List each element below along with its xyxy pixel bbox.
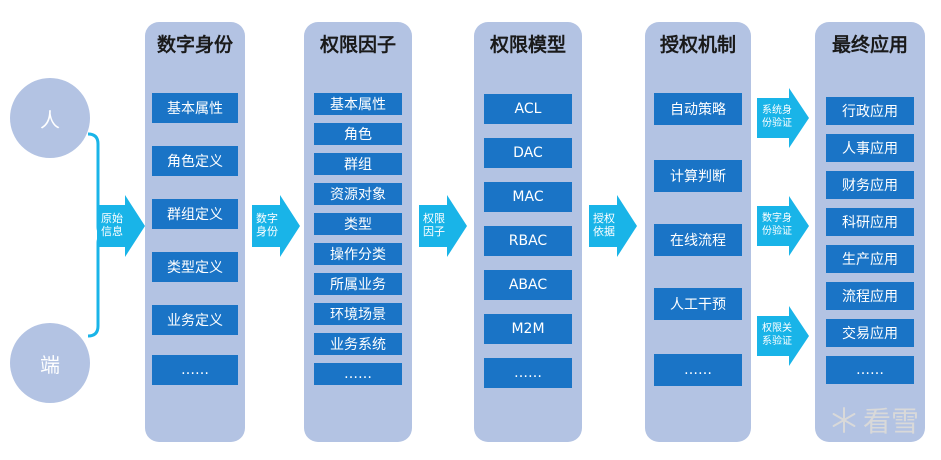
column-title: 权限模型 xyxy=(489,34,566,56)
list-item: …… xyxy=(654,354,742,386)
permission-relation-verify-arrow xyxy=(757,306,809,366)
permission-factors-arrow xyxy=(419,195,467,257)
watermark-text: 看雪 xyxy=(862,405,919,438)
column-final-applications: 最终应用 行政应用 人事应用 财务应用 科研应用 生产应用 流程应用 交易应用 … xyxy=(815,22,925,442)
digital-identity-verify-arrow xyxy=(757,196,809,256)
system-identity-verify-arrow xyxy=(757,88,809,148)
list-item: 角色定义 xyxy=(152,146,238,176)
list-item: 资源对象 xyxy=(314,183,402,205)
list-item: 人事应用 xyxy=(826,134,914,162)
list-item: 业务系统 xyxy=(314,333,402,355)
list-item: M2M xyxy=(484,314,572,344)
list-item: ABAC xyxy=(484,270,572,300)
column-title: 最终应用 xyxy=(831,34,908,56)
list-item: 交易应用 xyxy=(826,319,914,347)
column-title: 数字身份 xyxy=(156,34,233,56)
list-item: 财务应用 xyxy=(826,171,914,199)
list-item: 流程应用 xyxy=(826,282,914,310)
permission-relation-verify-label: 权限关 系验证 xyxy=(762,323,792,347)
watermark: 看雪 xyxy=(829,400,919,440)
list-item: 基本属性 xyxy=(152,93,238,123)
list-item: MAC xyxy=(484,182,572,212)
list-item: 所属业务 xyxy=(314,273,402,295)
list-item: 计算判断 xyxy=(654,160,742,192)
list-item: 在线流程 xyxy=(654,224,742,256)
list-item: 人工干预 xyxy=(654,288,742,320)
list-item: 群组 xyxy=(314,153,402,175)
list-item: ACL xyxy=(484,94,572,124)
person-node: 人 xyxy=(10,78,90,158)
list-item: 环境场景 xyxy=(314,303,402,325)
original-info-arrow xyxy=(97,195,145,257)
list-item: …… xyxy=(314,363,402,385)
list-item: 基本属性 xyxy=(314,93,402,115)
list-item: 操作分类 xyxy=(314,243,402,265)
list-item: …… xyxy=(484,358,572,388)
list-item: 类型定义 xyxy=(152,252,238,282)
snowflake-icon xyxy=(832,407,856,433)
list-item: DAC xyxy=(484,138,572,168)
column-permission-factors: 权限因子 基本属性 角色 群组 资源对象 类型 操作分类 所属业务 环境场景 业… xyxy=(304,22,412,442)
list-item: 角色 xyxy=(314,123,402,145)
list-item: …… xyxy=(152,355,238,385)
authorization-basis-arrow-label: 授权 依据 xyxy=(593,212,615,238)
digital-identity-arrow-label: 数字 身份 xyxy=(256,212,278,238)
list-item: 类型 xyxy=(314,213,402,235)
digital-identity-verify-label: 数字身 份验证 xyxy=(762,213,792,237)
list-item: RBAC xyxy=(484,226,572,256)
list-item: 科研应用 xyxy=(826,208,914,236)
column-title: 权限因子 xyxy=(319,34,396,56)
list-item: 自动策略 xyxy=(654,93,742,125)
device-label: 端 xyxy=(40,352,60,377)
column-title: 授权机制 xyxy=(659,34,736,56)
person-label: 人 xyxy=(40,107,60,132)
original-info-arrow-label: 原始 信息 xyxy=(101,212,123,238)
list-item: 群组定义 xyxy=(152,199,238,229)
column-digital-identity: 数字身份 基本属性 角色定义 群组定义 类型定义 业务定义 …… xyxy=(145,22,245,442)
digital-identity-arrow xyxy=(252,195,300,257)
system-identity-verify-label: 系统身 份验证 xyxy=(762,105,792,129)
column-authorization-mechanism: 授权机制 自动策略 计算判断 在线流程 人工干预 …… xyxy=(645,22,751,442)
device-node: 端 xyxy=(10,323,90,403)
list-item: 业务定义 xyxy=(152,305,238,335)
authorization-basis-arrow xyxy=(589,195,637,257)
permission-factors-arrow-label: 权限 因子 xyxy=(423,212,445,238)
column-permission-models: 权限模型 ACL DAC MAC RBAC ABAC M2M …… xyxy=(474,22,582,442)
list-item: 行政应用 xyxy=(826,97,914,125)
list-item: 生产应用 xyxy=(826,245,914,273)
list-item: …… xyxy=(826,356,914,384)
